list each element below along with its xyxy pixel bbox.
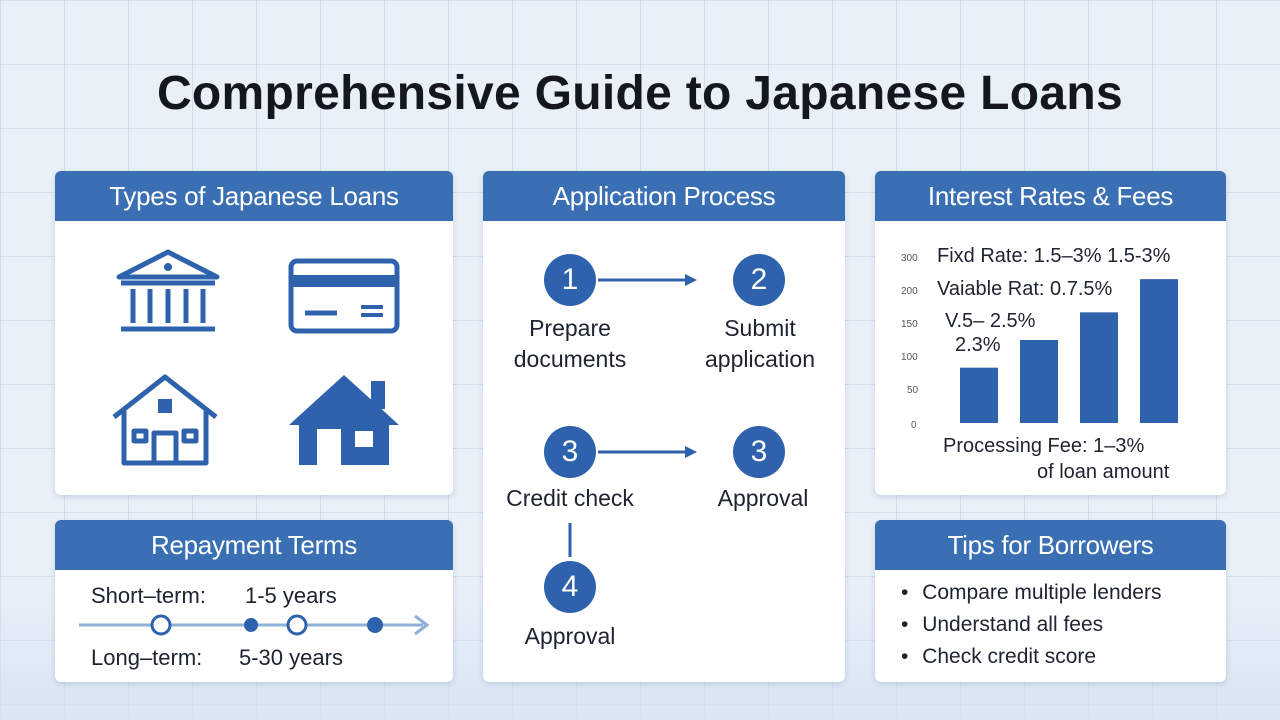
step-3-label: Credit check	[506, 485, 634, 511]
step-4-label: Approval	[524, 623, 616, 649]
tips-panel: Tips for Borrowers • Compare multiple le…	[875, 520, 1226, 682]
tip-text: Compare multiple lenders	[922, 581, 1162, 604]
tip-item: • Check credit score	[901, 645, 1096, 669]
tip-bullet: •	[901, 613, 909, 636]
repayment-timeline	[79, 614, 430, 636]
tip-text: Understand all fees	[922, 613, 1104, 636]
processing-fee-text: Processing Fee: 1–3%	[943, 435, 1145, 457]
repayment-panel: Repayment Terms Short–term: 1-5 years Lo…	[55, 520, 453, 682]
y-tick: 0	[911, 420, 917, 431]
tip-text: Check credit score	[922, 645, 1097, 668]
types-panel: Types of Japanese Loans	[55, 171, 453, 495]
short-term-label: Short–term:	[91, 583, 206, 608]
chart-bar	[960, 367, 998, 423]
step-2-label-line2: application	[705, 346, 815, 372]
step-1-label-line2: documents	[513, 346, 627, 372]
long-term-label: Long–term:	[91, 645, 203, 670]
step-4-circle: 4	[544, 561, 596, 613]
chart-bar	[1140, 279, 1178, 423]
step-2-label-line1: Submit	[724, 315, 796, 341]
step-3b-label: Approval	[717, 485, 809, 511]
bank-icon	[116, 249, 220, 332]
house-icon	[112, 374, 218, 466]
tips-panel-heading: Tips for Borrowers	[875, 520, 1226, 570]
y-tick: 50	[907, 385, 919, 396]
credit-card-icon	[288, 258, 400, 334]
tip-item: • Compare multiple lenders	[901, 581, 1161, 605]
chart-bar	[1020, 340, 1058, 423]
step-3-circle: 3	[544, 426, 596, 478]
page-title: Comprehensive Guide to Japanese Loans	[156, 67, 1124, 120]
tip-bullet: •	[901, 581, 909, 604]
rate-range-text: V.5– 2.5%	[945, 310, 1036, 332]
y-tick: 100	[901, 352, 918, 363]
tip-bullet: •	[901, 645, 909, 668]
step-1-label: Prepare documents	[495, 313, 645, 375]
rates-panel-heading: Interest Rates & Fees	[875, 171, 1226, 221]
variable-rate-text: Vaiable Rat: 0.7.5%	[937, 278, 1113, 300]
step-1-circle: 1	[544, 254, 596, 306]
long-term-value: 5-30 years	[239, 645, 343, 670]
step-2-label: Submit application	[677, 313, 843, 375]
step-1-label-line1: Prepare	[529, 315, 611, 341]
flow-arrows	[568, 274, 697, 557]
short-term-value: 1-5 years	[245, 583, 337, 608]
y-tick: 150	[901, 319, 918, 330]
fixed-rate-text: Fixd Rate: 1.5–3% 1.5-3%	[937, 245, 1171, 267]
rates-chart	[960, 279, 1178, 423]
process-panel: Application Process 1 Prepare documents …	[483, 171, 845, 682]
types-panel-heading: Types of Japanese Loans	[55, 171, 453, 221]
step-3b-circle: 3	[733, 426, 785, 478]
rates-panel: Interest Rates & Fees 300 200 150 100 50…	[875, 171, 1226, 495]
home-filled-icon	[289, 375, 399, 465]
processing-fee-subtext: of loan amount	[1037, 461, 1170, 483]
y-tick: 200	[901, 286, 918, 297]
chart-bar	[1080, 312, 1118, 423]
y-tick: 300	[901, 253, 918, 264]
step-2-circle: 2	[733, 254, 785, 306]
tip-item: • Understand all fees	[901, 613, 1103, 637]
repayment-panel-heading: Repayment Terms	[55, 520, 453, 570]
process-panel-heading: Application Process	[483, 171, 845, 221]
rate-value-text: 2.3%	[955, 334, 1001, 356]
